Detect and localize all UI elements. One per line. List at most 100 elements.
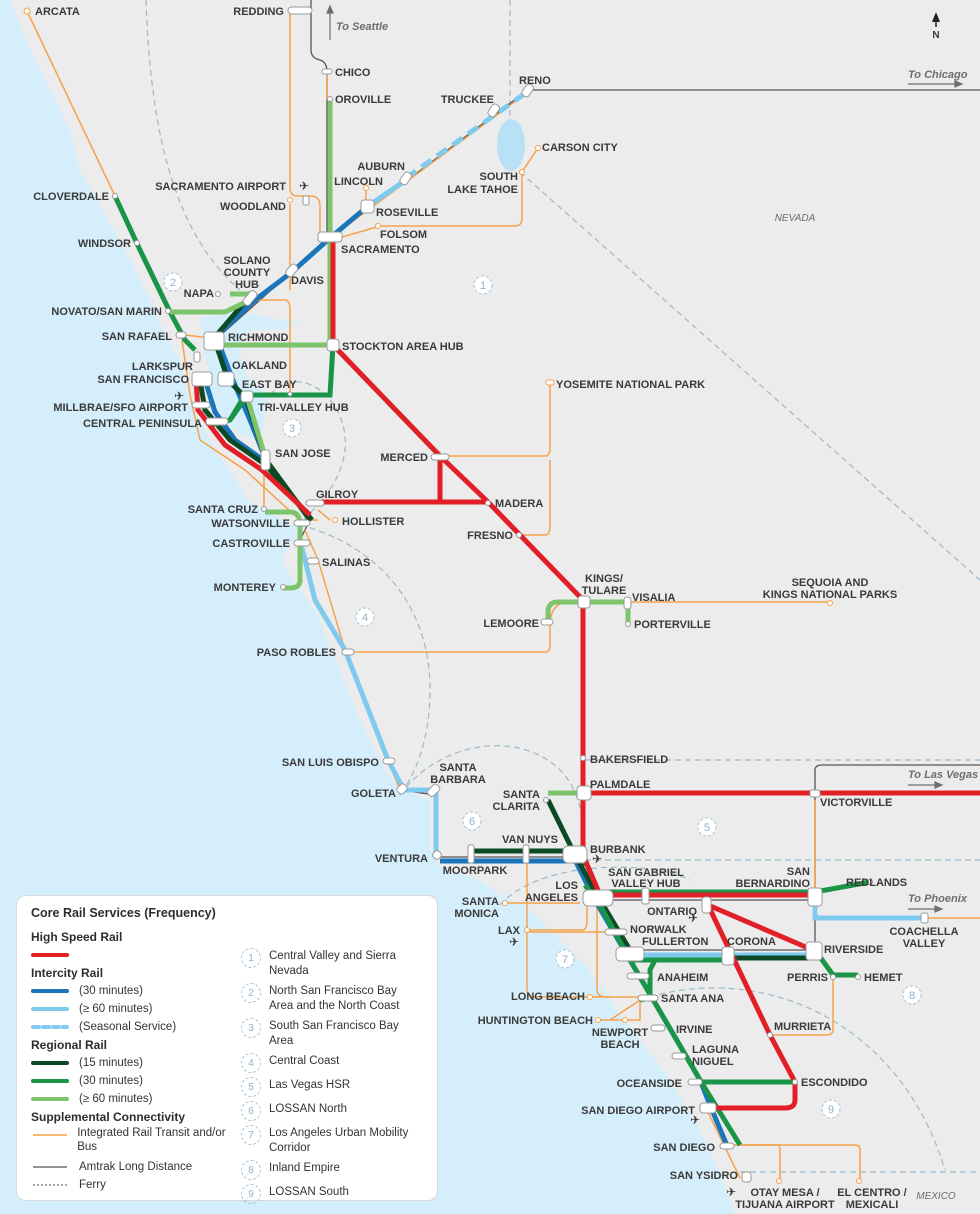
station-lincoln[interactable]: LINCOLN [334, 176, 383, 188]
station-folsom[interactable]: FOLSOM [380, 229, 427, 241]
station-larkspur[interactable]: LARKSPUR [132, 361, 193, 373]
station-hemet[interactable]: HEMET [864, 972, 903, 984]
station-sgv-l1[interactable]: SAN GABRIEL [608, 867, 684, 879]
station-san-jose[interactable]: SAN JOSE [275, 448, 331, 460]
station-la-l1[interactable]: LOS [555, 880, 578, 892]
station-san-ysidro[interactable]: SAN YSIDRO [670, 1170, 739, 1182]
station-labels[interactable]: ARCATA REDDING CHICO OROVILLE TRUCKEE RE… [33, 6, 958, 1211]
station-san-bern-l2[interactable]: BERNARDINO [735, 878, 810, 890]
station-ontario[interactable]: ONTARIO [647, 906, 697, 918]
station-santa-cruz[interactable]: SANTA CRUZ [188, 504, 259, 516]
station-newport-l2[interactable]: BEACH [600, 1039, 639, 1051]
station-sacramento[interactable]: SACRAMENTO [341, 244, 420, 256]
station-salinas[interactable]: SALINAS [322, 557, 370, 569]
station-san-francisco[interactable]: SAN FRANCISCO [97, 374, 189, 386]
station-ventura[interactable]: VENTURA [375, 853, 428, 865]
station-bakersfield[interactable]: BAKERSFIELD [590, 754, 668, 766]
station-napa[interactable]: NAPA [184, 288, 214, 300]
station-richmond[interactable]: RICHMOND [228, 332, 289, 344]
station-porterville[interactable]: PORTERVILLE [634, 619, 711, 631]
station-fullerton[interactable]: FULLERTON [642, 936, 708, 948]
station-oakland[interactable]: OAKLAND [232, 360, 287, 372]
station-santa-ana[interactable]: SANTA ANA [661, 993, 724, 1005]
station-cloverdale[interactable]: CLOVERDALE [33, 191, 109, 203]
station-south-lake-tahoe-l2[interactable]: LAKE TAHOE [447, 184, 518, 196]
station-riverside[interactable]: RIVERSIDE [824, 944, 883, 956]
station-anaheim[interactable]: ANAHEIM [657, 972, 708, 984]
station-monterey[interactable]: MONTEREY [214, 582, 277, 594]
station-east-bay[interactable]: EAST BAY [242, 379, 297, 391]
station-palmdale[interactable]: PALMDALE [590, 779, 650, 791]
station-madera[interactable]: MADERA [495, 498, 543, 510]
station-lemoore[interactable]: LEMOORE [483, 618, 539, 630]
station-murrieta[interactable]: MURRIETA [774, 1021, 831, 1033]
station-corona[interactable]: CORONA [727, 936, 776, 948]
station-davis[interactable]: DAVIS [291, 275, 324, 287]
station-south-lake-tahoe-l1[interactable]: SOUTH [480, 171, 519, 183]
station-escondido[interactable]: ESCONDIDO [801, 1077, 868, 1089]
station-goleta[interactable]: GOLETA [351, 788, 396, 800]
station-van-nuys[interactable]: VAN NUYS [502, 834, 558, 846]
station-auburn[interactable]: AUBURN [357, 161, 405, 173]
station-yosemite[interactable]: YOSEMITE NATIONAL PARK [556, 379, 705, 391]
station-watsonville[interactable]: WATSONVILLE [211, 518, 290, 530]
station-solano-l1[interactable]: SOLANO [223, 255, 271, 267]
station-coachella-l1[interactable]: COACHELLA [889, 926, 958, 938]
station-kings-l1[interactable]: KINGS/ [585, 573, 623, 585]
station-irvine[interactable]: IRVINE [676, 1024, 712, 1036]
station-victorville[interactable]: VICTORVILLE [820, 797, 892, 809]
station-fresno[interactable]: FRESNO [467, 530, 513, 542]
station-san-bern-l1[interactable]: SAN [787, 866, 810, 878]
station-woodland[interactable]: WOODLAND [220, 201, 286, 213]
station-laguna-l2[interactable]: NIGUEL [692, 1056, 734, 1068]
station-coachella-l2[interactable]: VALLEY [903, 938, 946, 950]
station-oceanside[interactable]: OCEANSIDE [617, 1078, 682, 1090]
station-lax[interactable]: LAX [498, 925, 521, 937]
station-truckee[interactable]: TRUCKEE [441, 94, 494, 106]
station-el-centro-l1[interactable]: EL CENTRO / [837, 1187, 906, 1199]
station-san-diego[interactable]: SAN DIEGO [653, 1142, 715, 1154]
station-novato[interactable]: NOVATO/SAN MARIN [51, 306, 162, 318]
station-norwalk[interactable]: NORWALK [630, 924, 687, 936]
station-solano-l3[interactable]: HUB [235, 279, 259, 291]
station-paso-robles[interactable]: PASO ROBLES [257, 647, 336, 659]
station-redlands[interactable]: REDLANDS [846, 877, 907, 889]
station-sacramento-airport[interactable]: SACRAMENTO AIRPORT [155, 181, 286, 193]
station-stockton[interactable]: STOCKTON AREA HUB [342, 341, 464, 353]
station-santa-barbara-l1[interactable]: SANTA [439, 762, 476, 774]
station-la-l2[interactable]: ANGELES [525, 892, 578, 904]
station-perris[interactable]: PERRIS [787, 972, 828, 984]
station-gilroy[interactable]: GILROY [316, 489, 359, 501]
station-el-centro-l2[interactable]: MEXICALI [846, 1199, 899, 1211]
station-windsor[interactable]: WINDSOR [78, 238, 131, 250]
station-san-luis-obispo[interactable]: SAN LUIS OBISPO [282, 757, 380, 769]
station-redding[interactable]: REDDING [233, 6, 284, 18]
station-merced[interactable]: MERCED [380, 452, 428, 464]
station-santa-barbara-l2[interactable]: BARBARA [430, 774, 486, 786]
station-santa-clarita-l2[interactable]: CLARITA [493, 801, 541, 813]
station-moorpark[interactable]: MOORPARK [443, 865, 508, 877]
station-huntington-beach[interactable]: HUNTINGTON BEACH [478, 1015, 593, 1027]
station-central-peninsula[interactable]: CENTRAL PENINSULA [83, 418, 202, 430]
station-otay-l1[interactable]: OTAY MESA / [750, 1187, 819, 1199]
station-chico[interactable]: CHICO [335, 67, 371, 79]
station-hollister[interactable]: HOLLISTER [342, 516, 404, 528]
station-tri-valley[interactable]: TRI-VALLEY HUB [258, 402, 349, 414]
station-arcata[interactable]: ARCATA [35, 6, 80, 18]
station-newport-l1[interactable]: NEWPORT [592, 1027, 649, 1039]
station-visalia[interactable]: VISALIA [632, 592, 675, 604]
station-oroville[interactable]: OROVILLE [335, 94, 391, 106]
station-laguna-l1[interactable]: LAGUNA [692, 1044, 739, 1056]
station-solano-l2[interactable]: COUNTY [224, 267, 271, 279]
station-sequoia-l2[interactable]: KINGS NATIONAL PARKS [763, 589, 897, 601]
station-long-beach[interactable]: LONG BEACH [511, 991, 585, 1003]
station-san-diego-airport[interactable]: SAN DIEGO AIRPORT [581, 1105, 695, 1117]
station-sequoia-l1[interactable]: SEQUOIA AND [792, 577, 869, 589]
station-millbrae[interactable]: MILLBRAE/SFO AIRPORT [53, 402, 188, 414]
station-kings-l2[interactable]: TULARE [582, 585, 627, 597]
station-otay-l2[interactable]: TIJUANA AIRPORT [735, 1199, 835, 1211]
station-castroville[interactable]: CASTROVILLE [212, 538, 290, 550]
station-burbank[interactable]: BURBANK [590, 844, 646, 856]
station-roseville[interactable]: ROSEVILLE [376, 207, 438, 219]
station-sgv-l2[interactable]: VALLEY HUB [611, 878, 680, 890]
